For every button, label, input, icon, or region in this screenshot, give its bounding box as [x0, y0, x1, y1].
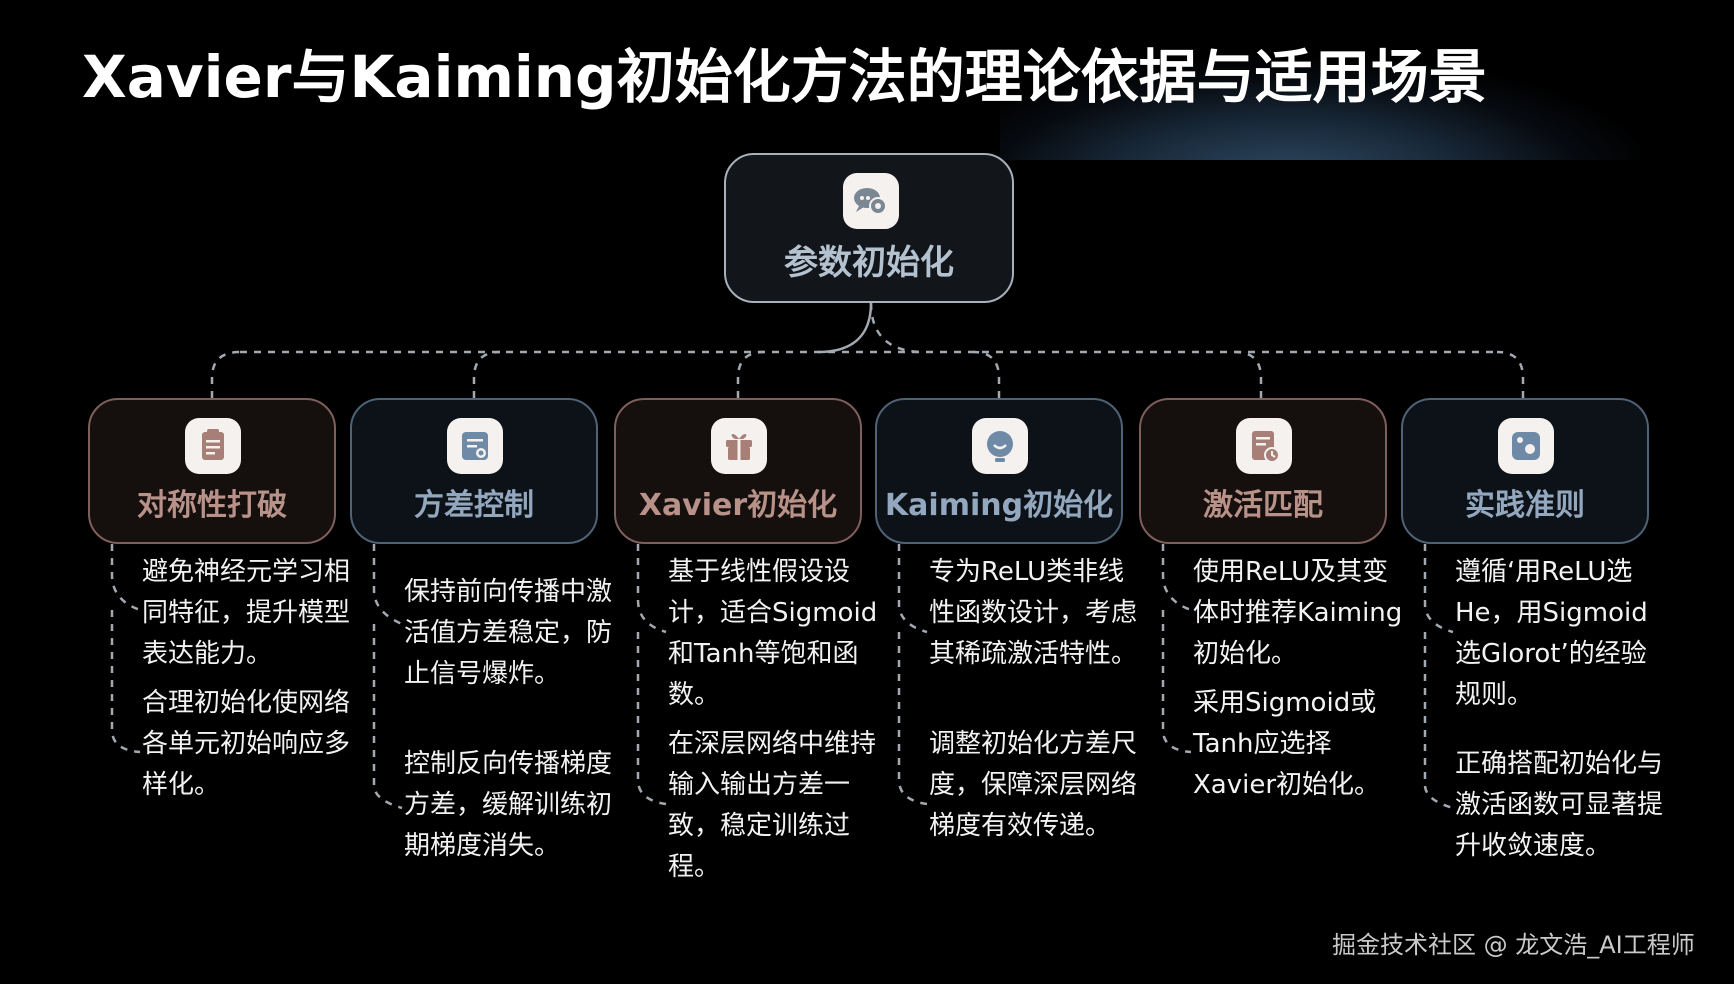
- page-title: Xavier与Kaiming初始化方法的理论依据与适用场景: [82, 43, 1487, 111]
- node-6-desc-1: 遵循‘用ReLU选He，用Sigmoid选Glorot’的经验规则。: [1455, 557, 1648, 710]
- node-2-desc-1: 保持前向传播中激活值方差稳定，防止信号爆炸。: [404, 577, 613, 689]
- desc-bracket-5: [1161, 544, 1192, 754]
- node-2-desc-2: 控制反向传播梯度方差，缓解训练初期梯度消失。: [404, 749, 613, 861]
- desc-bracket-1: [110, 544, 141, 754]
- connector-to-node-1: [210, 350, 241, 398]
- connector-to-node-2: [472, 350, 501, 398]
- dice-icon: [1498, 418, 1554, 474]
- desc-bracket-3: [636, 544, 667, 806]
- watermark: 掘金技术社区 @ 龙文浩_AI工程师: [1332, 931, 1695, 959]
- node-3-desc-1: 基于线性假设设计，适合Sigmoid和Tanh等饱和函数。: [668, 557, 878, 710]
- gears-chat-icon: [843, 173, 899, 229]
- node-label: 方差控制: [414, 488, 534, 523]
- gift-icon: [711, 418, 767, 474]
- node-activation-matching: 激活匹配: [1139, 398, 1387, 544]
- background-decoration: [1000, 60, 1640, 160]
- desc-bracket-2: [372, 544, 403, 810]
- node-label: Kaiming初始化: [884, 488, 1114, 523]
- node-variance-control: 方差控制: [350, 398, 598, 544]
- node-label: 实践准则: [1465, 488, 1585, 523]
- connector-to-node-5: [1234, 350, 1263, 398]
- connector-to-node-4: [972, 350, 1001, 398]
- node-practice-guidelines: 实践准则: [1401, 398, 1649, 544]
- node-4-desc-2: 调整初始化方差尺度，保障深层网络梯度有效传递。: [929, 729, 1138, 841]
- connector-root-right: [869, 302, 925, 354]
- node-kaiming-init: Kaiming初始化: [875, 398, 1123, 544]
- node-xavier-init: Xavier初始化: [614, 398, 862, 544]
- node-label: 对称性打破: [137, 488, 287, 523]
- node-1-desc-1: 避免神经元学习相同特征，提升模型表达能力。: [142, 557, 351, 669]
- connector-to-node-3: [736, 350, 765, 398]
- node-3-desc-2: 在深层网络中维持输入输出方差一致，稳定训练过程。: [668, 729, 877, 882]
- desc-bracket-4: [897, 544, 928, 806]
- bulb-icon: [972, 418, 1028, 474]
- node-5-desc-1: 使用ReLU及其变体时推荐Kaiming初始化。: [1193, 557, 1403, 669]
- node-6-desc-2: 正确搭配初始化与激活函数可显著提升收敛速度。: [1455, 749, 1664, 861]
- root-node: 参数初始化: [724, 153, 1014, 303]
- node-4-desc-1: 专为ReLU类非线性函数设计，考虑其稀疏激活特性。: [929, 557, 1138, 669]
- node-symmetry-breaking: 对称性打破: [88, 398, 336, 544]
- node-1-desc-2: 合理初始化使网络各单元初始响应多样化。: [142, 688, 351, 800]
- node-label: Xavier初始化: [638, 488, 838, 523]
- form-icon: [447, 418, 503, 474]
- desc-bracket-6: [1423, 544, 1454, 810]
- node-label: 激活匹配: [1203, 488, 1323, 523]
- document-icon: [1236, 418, 1292, 474]
- connector-root-trunk: [817, 302, 873, 354]
- clipboard-icon: [185, 418, 241, 474]
- node-5-desc-2: 采用Sigmoid或Tanh应选择Xavier初始化。: [1193, 688, 1381, 800]
- root-label: 参数初始化: [784, 243, 954, 283]
- connector-to-node-6: [1496, 350, 1525, 398]
